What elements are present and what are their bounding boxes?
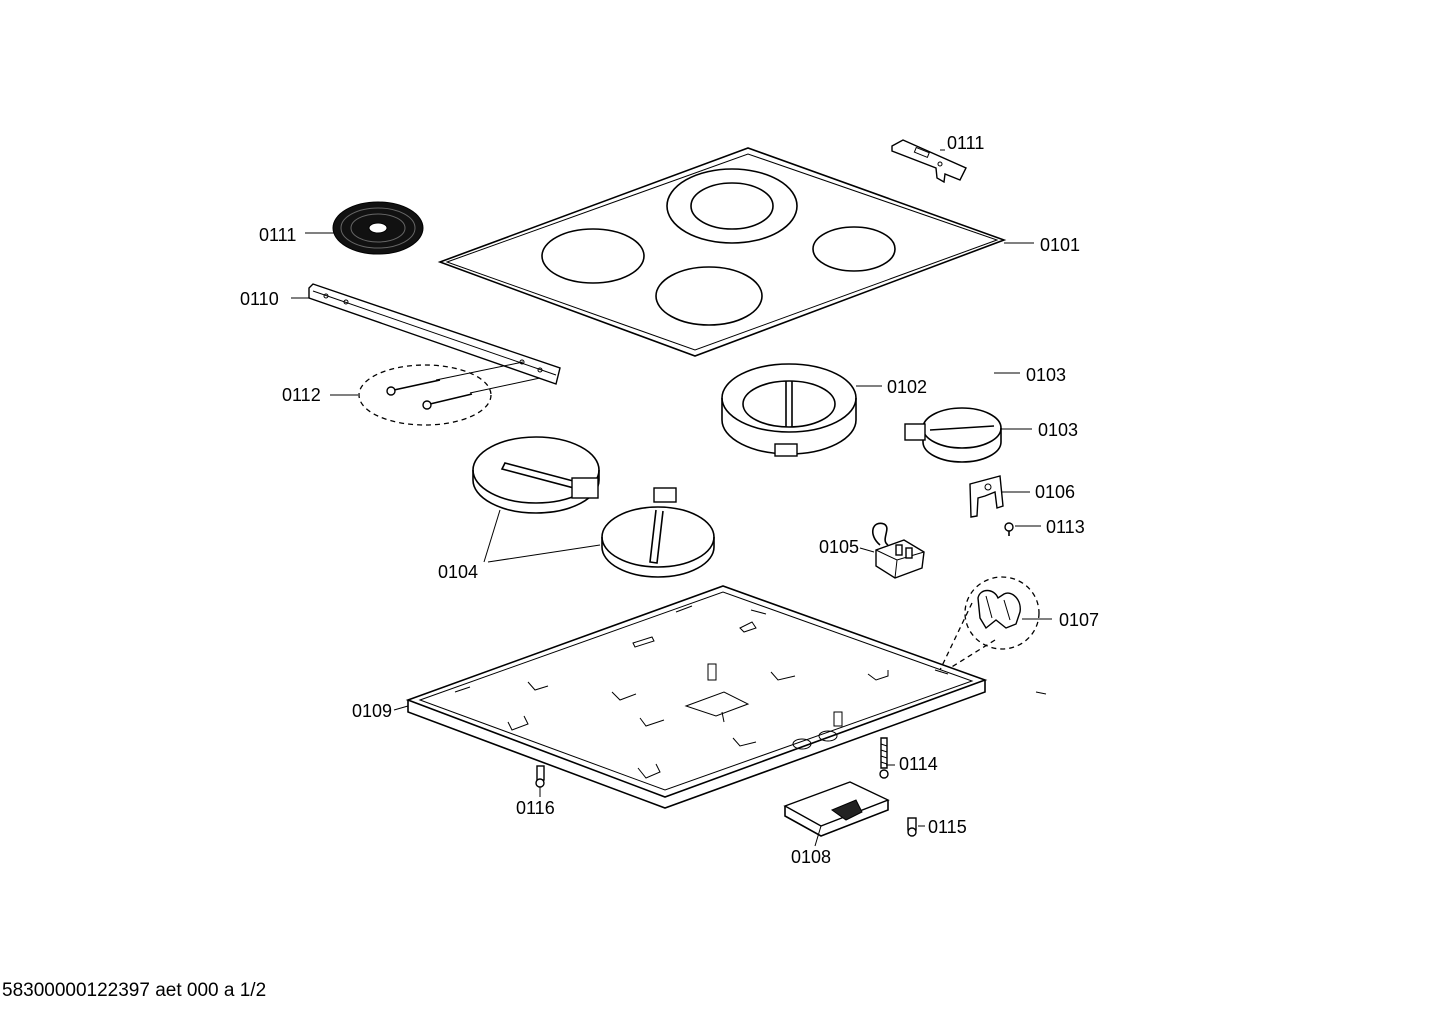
label-0109: 0109 <box>352 701 392 721</box>
part-0109-base-frame[interactable] <box>405 585 988 809</box>
part-0106-bracket[interactable] <box>969 475 1004 518</box>
label-0111-cord: 0111 <box>259 225 296 245</box>
part-0101-hob-glass-top[interactable] <box>437 147 1007 357</box>
label-0102: 0102 <box>887 377 927 397</box>
label-0116: 0116 <box>516 798 555 818</box>
part-0111-sealing-cord[interactable] <box>332 201 424 255</box>
label-0115: 0115 <box>928 817 967 837</box>
part-0102-heating-element[interactable] <box>721 363 857 457</box>
part-0113-screw[interactable] <box>1004 522 1014 536</box>
label-0112: 0112 <box>282 385 321 405</box>
part-0110-profile-bar[interactable] <box>308 283 561 385</box>
label-0103-top: 0103 <box>1026 365 1066 385</box>
label-0103: 0103 <box>1038 420 1078 440</box>
document-id: 58300000122397 aet 000 a 1/2 <box>2 980 267 1001</box>
label-0108: 0108 <box>791 847 831 867</box>
label-0113: 0113 <box>1046 517 1085 537</box>
part-0112-screws[interactable] <box>358 361 541 426</box>
label-0101: 0101 <box>1040 235 1080 255</box>
leader-lines <box>291 149 1052 847</box>
part-0107-clip[interactable] <box>939 576 1040 671</box>
label-0104: 0104 <box>438 562 478 582</box>
part-0108-cover-plate[interactable] <box>783 781 890 837</box>
label-0107: 0107 <box>1059 610 1099 630</box>
part-0105-connector-block[interactable] <box>872 522 925 579</box>
part-0111-clip[interactable] <box>891 139 967 184</box>
label-0111-clip: 0111 <box>947 133 984 153</box>
part-0104-heating-element-right[interactable] <box>601 487 715 578</box>
part-0103-heating-element[interactable] <box>904 407 1002 463</box>
label-0106: 0106 <box>1035 482 1075 502</box>
part-0116-screw[interactable] <box>535 765 545 788</box>
label-0105: 0105 <box>819 537 859 557</box>
label-0110: 0110 <box>240 289 279 309</box>
part-0104-heating-element-left[interactable] <box>472 436 600 514</box>
label-0114: 0114 <box>899 754 938 774</box>
part-0115-screw[interactable] <box>907 817 917 837</box>
part-0114-screw[interactable] <box>879 737 889 779</box>
